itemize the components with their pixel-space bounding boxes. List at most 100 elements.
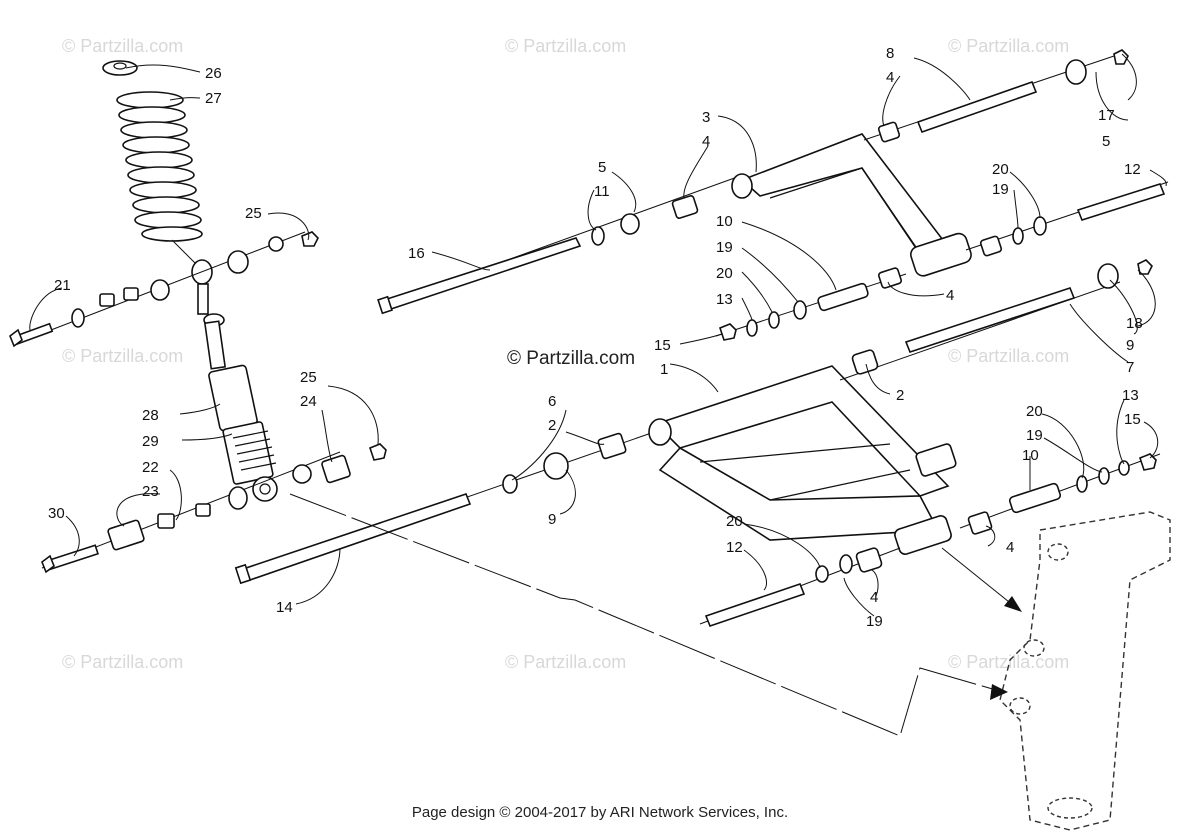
upper-washer: [71, 308, 85, 328]
lower-a-arm-ball-joint: [894, 515, 952, 555]
lower-bushing-a: [157, 513, 175, 529]
upper-right-spacer: [979, 235, 1003, 257]
callout-13b: 13: [1122, 387, 1139, 404]
callout-4c: 4: [946, 287, 954, 304]
upper-sleeve: [817, 282, 869, 312]
watermark-text: © Partzilla.com: [505, 652, 626, 672]
upper-sleeve-washer-b: [768, 311, 780, 329]
lower-sleeve-axis: [959, 453, 1161, 529]
lower-long-bolt-head: [234, 563, 252, 585]
callout-20c: 20: [1026, 403, 1043, 420]
lower-sleeve-nut: [1139, 453, 1157, 471]
callout-17: 17: [1098, 107, 1115, 124]
upper-sleeve-washer-a: [793, 300, 807, 320]
upper-front-bushing: [620, 213, 640, 235]
arrow-head-icon: [990, 684, 1008, 700]
arrow-head-icon: [1004, 596, 1022, 612]
callout-2a: 2: [896, 387, 904, 404]
upper-sleeve-spacer: [877, 267, 903, 289]
callout-27: 27: [205, 90, 222, 107]
callout-3: 3: [702, 109, 710, 126]
upper-spacer-a: [99, 293, 115, 307]
lower-rear-nut: [1137, 259, 1153, 275]
callout-24: 24: [300, 393, 317, 410]
upper-pivot-tube: [916, 80, 1038, 134]
lower-bottom-bolt: [704, 582, 806, 628]
watermark-text: © Partzilla.com: [62, 36, 183, 56]
lower-long-bolt: [244, 493, 472, 582]
callout-4e: 4: [870, 589, 878, 606]
upper-sleeve-nut: [719, 323, 737, 341]
lower-a-arm-shock-mount: [915, 443, 957, 477]
upper-washer-right: [268, 236, 284, 252]
upper-a-arm: [740, 133, 948, 255]
callout-26: 26: [205, 65, 222, 82]
upper-nut: [301, 231, 319, 247]
upper-right-bolt: [1076, 183, 1166, 221]
callout-8: 8: [886, 45, 894, 62]
callout-20d: 20: [726, 513, 743, 530]
lower-front-bushing: [543, 452, 569, 480]
callout-29: 29: [142, 433, 159, 450]
watermark-text: © Partzilla.com: [948, 346, 1069, 366]
callout-25b: 25: [300, 369, 317, 386]
upper-sleeve-washer-c: [746, 319, 758, 337]
callout-20b: 20: [716, 265, 733, 282]
callout-19c: 19: [1026, 427, 1043, 444]
watermark-text: © Partzilla.com: [62, 652, 183, 672]
upper-front-spacer: [671, 195, 699, 219]
callout-18: 18: [1126, 315, 1143, 332]
lower-bottom-washer: [815, 565, 829, 583]
upper-a-arm-assembly: [377, 49, 1169, 341]
lower-sleeve: [1008, 482, 1062, 514]
upper-rear-nut: [1113, 49, 1129, 65]
upper-rear-spacer: [877, 121, 901, 143]
lower-sleeve-washer-b: [1098, 467, 1110, 485]
callout-5b: 5: [1102, 133, 1110, 150]
lower-rear-spacer: [851, 349, 879, 375]
upper-right-washer-b: [1012, 227, 1024, 245]
upper-front-washer: [591, 226, 605, 246]
shock-body: [208, 364, 258, 432]
callout-5a: 5: [598, 159, 606, 176]
upper-bolt-head: [9, 328, 23, 348]
watermark-text: © Partzilla.com: [505, 36, 626, 56]
callout-2b: 2: [548, 417, 556, 434]
leader-lines: [29, 53, 1167, 617]
upper-right-washer-a: [1033, 216, 1047, 236]
callout-15b: 15: [1124, 411, 1141, 428]
lower-sleeve-spacer: [967, 511, 993, 535]
upper-a-arm-ball-joint: [910, 232, 972, 277]
callout-21: 21: [54, 277, 71, 294]
upper-a-arm-front-pivot: [731, 173, 753, 199]
coil-spring: [116, 91, 203, 242]
callout-12a: 12: [1124, 161, 1141, 178]
lower-a-arm-assembly: [234, 259, 1161, 628]
upper-long-bolt-head: [377, 295, 393, 315]
callout-7: 7: [1126, 359, 1134, 376]
callout-4b: 4: [886, 69, 894, 86]
center-watermark: © Partzilla.com: [507, 348, 635, 369]
callout-15a: 15: [654, 337, 671, 354]
watermarks: © Partzilla.com © Partzilla.com © Partzi…: [62, 36, 1069, 672]
callout-19a: 19: [992, 181, 1009, 198]
callout-6: 6: [548, 393, 556, 410]
callout-20a: 20: [992, 161, 1009, 178]
upper-sleeve-axis: [715, 273, 907, 337]
callout-4d: 4: [1006, 539, 1014, 556]
lower-washer: [228, 486, 248, 510]
lower-spacer-right: [321, 454, 351, 484]
watermark-text: © Partzilla.com: [948, 36, 1069, 56]
callout-1: 1: [660, 361, 668, 378]
shock-assembly: [9, 60, 387, 574]
spindle: [999, 511, 1171, 831]
upper-spacer-b: [123, 287, 139, 301]
callout-22: 22: [142, 459, 159, 476]
lower-sleeve: [107, 519, 145, 551]
lower-pivot-tube: [904, 287, 1076, 353]
callout-25: 25: [245, 205, 262, 222]
watermark-text: © Partzilla.com: [948, 652, 1069, 672]
callout-28: 28: [142, 407, 159, 424]
assembly-arrows: [289, 493, 1022, 737]
shock-rod: [197, 283, 209, 315]
